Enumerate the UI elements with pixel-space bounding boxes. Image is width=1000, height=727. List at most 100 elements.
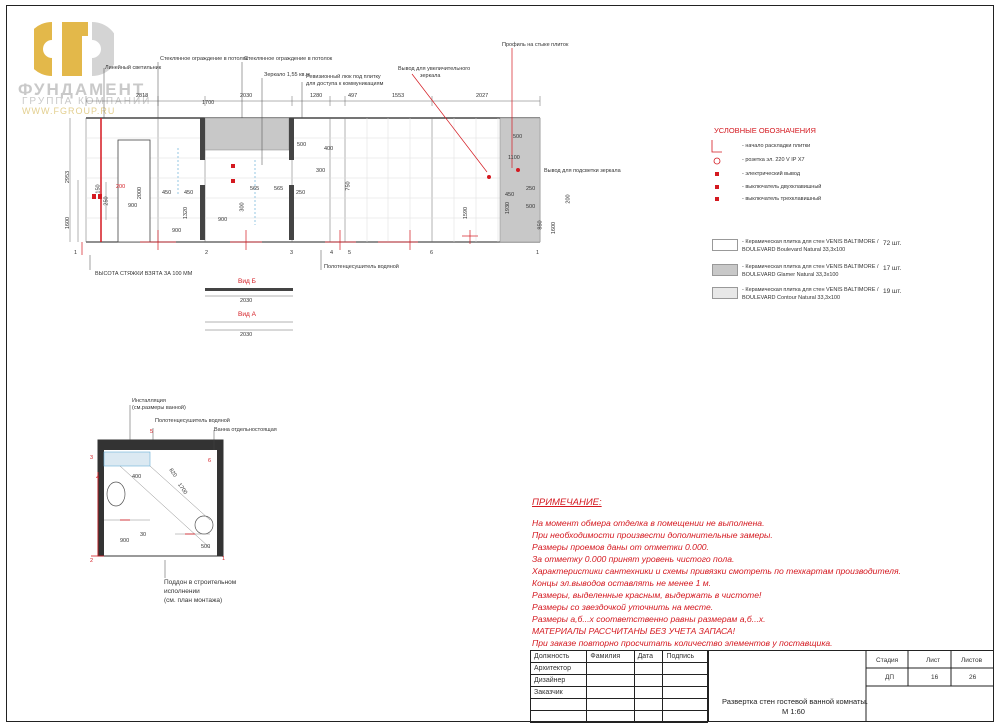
drawing-title-line1: Развертка стен гостевой ванной комнаты. (722, 697, 868, 706)
top-dim-4: 1280 (310, 93, 323, 99)
note-line-3: Размеры проемов даны от отметки 0.000. (532, 542, 709, 552)
role-architect: Архитектор (529, 662, 588, 675)
callout-towel-dryer: Полотенцесушитель водяной (324, 264, 399, 270)
dim-450-a: 450 (162, 190, 172, 196)
dim-250-b: 250 (296, 190, 306, 196)
sheet-border (6, 5, 994, 722)
plan-callout-tray-3: (см. план монтажа) (164, 597, 223, 604)
callout-tile-profile: Профиль на стыке плиток (502, 42, 569, 48)
top-dim-3: 2030 (240, 93, 253, 99)
company-logo-icon (34, 22, 114, 76)
dim-200: 200 (116, 184, 126, 190)
view-a-label: Вид А (238, 311, 256, 318)
stamp-grid (865, 650, 994, 722)
top-dim-2: 1700 (202, 100, 215, 106)
drawing-scale: М 1:60 (782, 707, 805, 716)
tile-2-name-line2: BOULEVARD Glamer Natural 33,3x100 (742, 272, 839, 278)
plan-mark-2: 2 (90, 558, 94, 564)
plan-dim-30: 30 (140, 532, 147, 538)
plan-dim-900: 900 (120, 538, 130, 544)
tile-1-name-line2: BOULEVARD Boulevard Natural 33,3x100 (742, 247, 846, 253)
tile-2-name-line1: - Керамическая плитка для стен VENIS BAL… (742, 264, 879, 270)
tile-2-qty: 17 шт. (883, 265, 902, 272)
callout-hatch-line2: для доступа к коммуникациям (306, 81, 384, 87)
plan-callout-tray-1: Поддон в строительном (164, 579, 237, 586)
tile-swatch-glamer (712, 264, 738, 276)
note-line-4: За отметку 0.000 принят уровень чистого … (532, 554, 735, 564)
plan-callout-install-1: Инсталляция (132, 398, 166, 404)
dim-450-c: 450 (505, 192, 515, 198)
stage-label: Стадия (876, 657, 899, 664)
dim-500-b: 500 (513, 134, 523, 140)
dim-150: 150 (95, 184, 102, 194)
dim-300-b: 300 (239, 202, 246, 212)
note-line-7: Размеры, выделенные красным, выдержать в… (532, 590, 762, 600)
dim-450-b: 450 (184, 190, 194, 196)
dim-900-c: 900 (172, 228, 182, 234)
legend-electrical-outlet: - электрический вывод (742, 171, 801, 177)
top-dim-1: 2818 (136, 93, 149, 99)
tile-3-name-line1: - Керамическая плитка для стен VENIS BAL… (742, 287, 879, 293)
note-line-11: При заказе повторно просчитать количеств… (532, 638, 833, 648)
callout-glass-partition-1: Стеклянное ограждение в потолок (160, 56, 249, 62)
view-b-dim: 2030 (240, 298, 253, 304)
header-date: Дата (633, 650, 664, 663)
callout-screed-height: ВЫСОТА СТЯЖКИ ВЗЯТА ЗА 100 ММ (95, 271, 193, 277)
callout-mirror-light-outlet: Вывод для подсветки зеркала (544, 168, 621, 174)
note-line-10: МАТЕРИАЛЫ РАССЧИТАНЫ БЕЗ УЧЕТА ЗАПАСА! (532, 626, 736, 636)
plan-mark-4: 4 (96, 475, 100, 481)
notes-title: ПРИМЕЧАНИЕ: (532, 497, 602, 508)
dim-250: 250 (103, 196, 110, 206)
legend-switch-2: - выключатель двухклавишный (742, 184, 822, 190)
wall-mark-1: 1 (74, 250, 78, 256)
note-line-6: Концы эл.выводов оставлять не менее 1 м. (532, 578, 712, 588)
top-dim-7: 2027 (476, 93, 489, 99)
dim-1100: 1100 (508, 155, 520, 161)
dim-1590: 1590 (463, 206, 470, 220)
plan-mark-5: 5 (150, 429, 154, 435)
tile-swatch-contour (712, 287, 738, 299)
wall-mark-4: 4 (330, 250, 334, 256)
dim-200-b: 200 (565, 194, 572, 204)
plan-callout-bathtub: Ванна отдельностоящая (214, 427, 277, 433)
dim-250-c: 250 (526, 186, 536, 192)
view-b-label: Вид Б (238, 278, 256, 285)
dim-300: 300 (316, 168, 326, 174)
dim-900-b: 900 (218, 217, 228, 223)
tile-3-qty: 19 шт. (883, 288, 902, 295)
dim-850: 850 (537, 220, 544, 230)
callout-mirror-outlet-line1: Вывод для увеличительного (398, 66, 471, 72)
drawing-title: Развертка стен гостевой ванной комнаты. … (722, 697, 868, 717)
wall-mark-2: 2 (205, 250, 209, 256)
wall-mark-3: 3 (290, 250, 294, 256)
sheet-label: Лист (926, 657, 941, 664)
callout-glass-partition-2: Стеклянное ограждение в потолок (244, 56, 333, 62)
top-dim-5: 497 (348, 93, 358, 99)
plan-mark-3: 3 (90, 455, 94, 461)
dim-1600: 1600 (65, 216, 72, 230)
role-customer: Заказчик (529, 686, 588, 699)
wall-mark-6: 6 (430, 250, 434, 256)
dim-1320: 1320 (183, 206, 190, 220)
plan-mark-6: 6 (208, 458, 212, 464)
dim-900: 900 (128, 203, 138, 209)
dim-400: 400 (324, 146, 334, 152)
callout-hatch-line1: Ревизионный люк под плитку (306, 74, 381, 80)
logo-url: WWW.FGROUP.RU (22, 106, 116, 116)
header-surname: Фамилия (586, 650, 635, 663)
note-line-9: Размеры а,б...х соответственно равны раз… (532, 614, 766, 624)
tile-swatch-boulevard (712, 239, 738, 251)
signature-table: Должность Фамилия Дата Подпись Архитекто… (529, 650, 708, 723)
sheets-label: Листов (961, 657, 983, 664)
plan-dim-400: 400 (132, 474, 142, 480)
dim-500-a: 500 (297, 142, 307, 148)
logo-subtitle: ГРУППА КОМПАНИЙ (22, 96, 152, 107)
note-line-8: Размеры со звездочкой уточнить на месте. (532, 602, 714, 612)
logo-name: ФУНДАМЕНТ (18, 80, 146, 99)
dim-1930: 1930 (505, 201, 512, 215)
note-line-2: При необходимости произвести дополнитель… (532, 530, 773, 540)
legend-socket: - розетка эл. 220 V IP X7 (742, 157, 805, 163)
tile-1-name-line1: - Керамическая плитка для стен VENIS BAL… (742, 239, 879, 245)
tile-3-name-line2: BOULEVARD Contour Natural 33,3x100 (742, 295, 841, 301)
plan-callout-towel-dryer: Полотенцесушитель водяной (155, 418, 230, 424)
